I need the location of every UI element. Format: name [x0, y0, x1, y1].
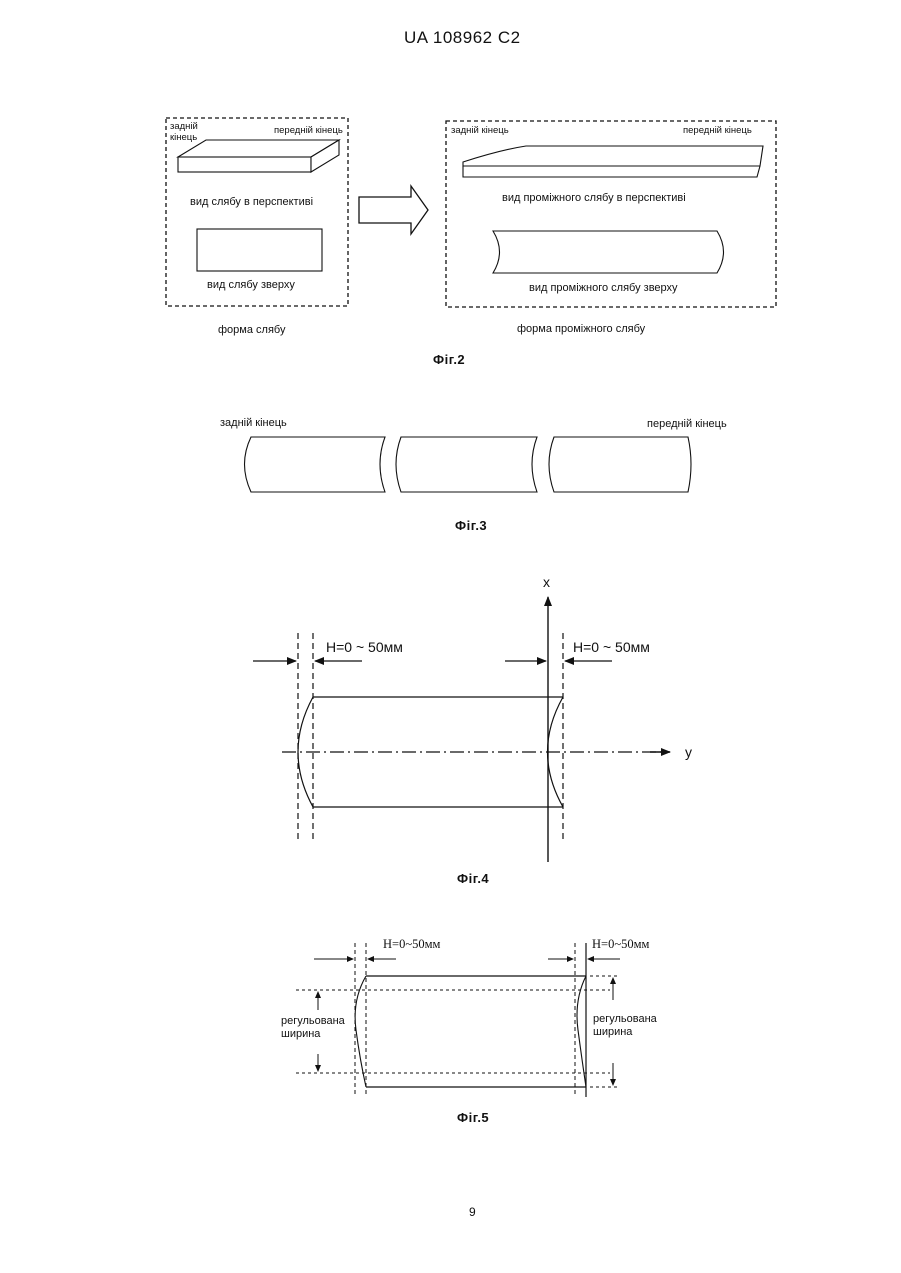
fig4-axis-x-label: x: [543, 574, 550, 590]
slab-top-label: вид слябу зверху: [207, 279, 295, 291]
fig5-left-width-label: регульована ширина: [281, 1015, 345, 1041]
intermediate-slab-perspective: [463, 146, 763, 177]
intermediate-perspective-label: вид проміжного слябу в перспективі: [502, 192, 686, 204]
fig3-segment-3: [549, 437, 691, 492]
fig2-right-front-end-label: передній кінець: [683, 125, 752, 136]
fig3-segment-2: [396, 437, 537, 492]
intermediate-top-label: вид проміжного слябу зверху: [529, 282, 678, 294]
slab-shape-caption: форма слябу: [218, 324, 285, 336]
fig5-right-dimension: H=0~50мм: [592, 937, 649, 952]
slab-perspective-box: [178, 140, 339, 172]
fig3-front-end-label: передній кінець: [647, 418, 727, 430]
fig4-left-dimension: H=0 ~ 50мм: [326, 639, 403, 655]
fig2-rear-end-label: задній кінець: [170, 121, 198, 143]
fig3-caption: Фіг.3: [455, 518, 487, 533]
fig4-drawing: [253, 597, 670, 862]
slab-perspective-label: вид слябу в перспективі: [190, 196, 313, 208]
fig3-drawing: [245, 437, 692, 492]
fig2-front-end-label: передній кінець: [274, 125, 343, 136]
intermediate-shape-caption: форма проміжного слябу: [517, 323, 645, 335]
fig2-caption: Фіг.2: [433, 352, 465, 367]
fig4-axis-y-label: y: [685, 744, 692, 760]
intermediate-slab-top: [493, 231, 724, 273]
fig3-rear-end-label: задній кінець: [220, 417, 287, 429]
fig3-segment-1: [245, 437, 386, 492]
fig5-right-width-label: регульована ширина: [593, 1013, 657, 1039]
slab-top-rect: [197, 229, 322, 271]
fig4-caption: Фіг.4: [457, 871, 489, 886]
fig5-caption: Фіг.5: [457, 1110, 489, 1125]
fig5-left-dimension: H=0~50мм: [383, 937, 440, 952]
page-number: 9: [469, 1205, 476, 1219]
transition-arrow: [359, 186, 428, 234]
fig4-right-dimension: H=0 ~ 50мм: [573, 639, 650, 655]
fig2-right-rear-end-label: задній кінець: [451, 125, 509, 136]
